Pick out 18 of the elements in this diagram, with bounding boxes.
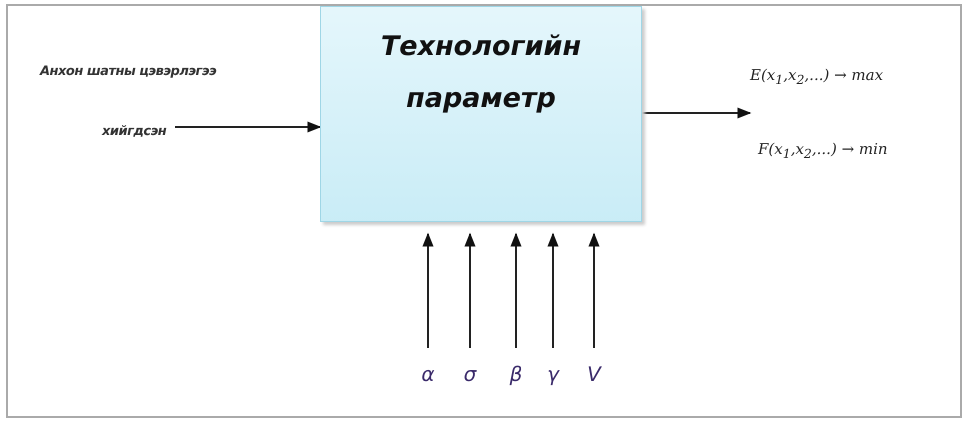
- input-label: хийгдсэн: [102, 124, 166, 139]
- arrow: [588, 232, 600, 348]
- arrow: [642, 107, 752, 119]
- arrow: [547, 232, 559, 348]
- objective-formula: E(x$_{1}$,x$_{2}$,...) → max: [750, 66, 884, 87]
- arrow: [510, 232, 522, 348]
- arrow: [175, 121, 322, 133]
- process-box: [320, 6, 642, 222]
- objective-formula: F(x$_{1}$,x$_{2}$,...) → min: [758, 140, 888, 161]
- arrow: [422, 232, 434, 348]
- parameter-symbol: β: [508, 362, 524, 386]
- parameter-symbol: γ: [546, 362, 561, 386]
- parameter-symbol: V: [586, 362, 603, 386]
- input-label: Анхон шатны цэвэрлэгээ: [40, 64, 216, 79]
- parameter-symbol: σ: [462, 362, 478, 386]
- arrow: [464, 232, 476, 348]
- parameter-symbol: α: [420, 362, 436, 386]
- box-title: Технологийн параметр: [380, 30, 582, 116]
